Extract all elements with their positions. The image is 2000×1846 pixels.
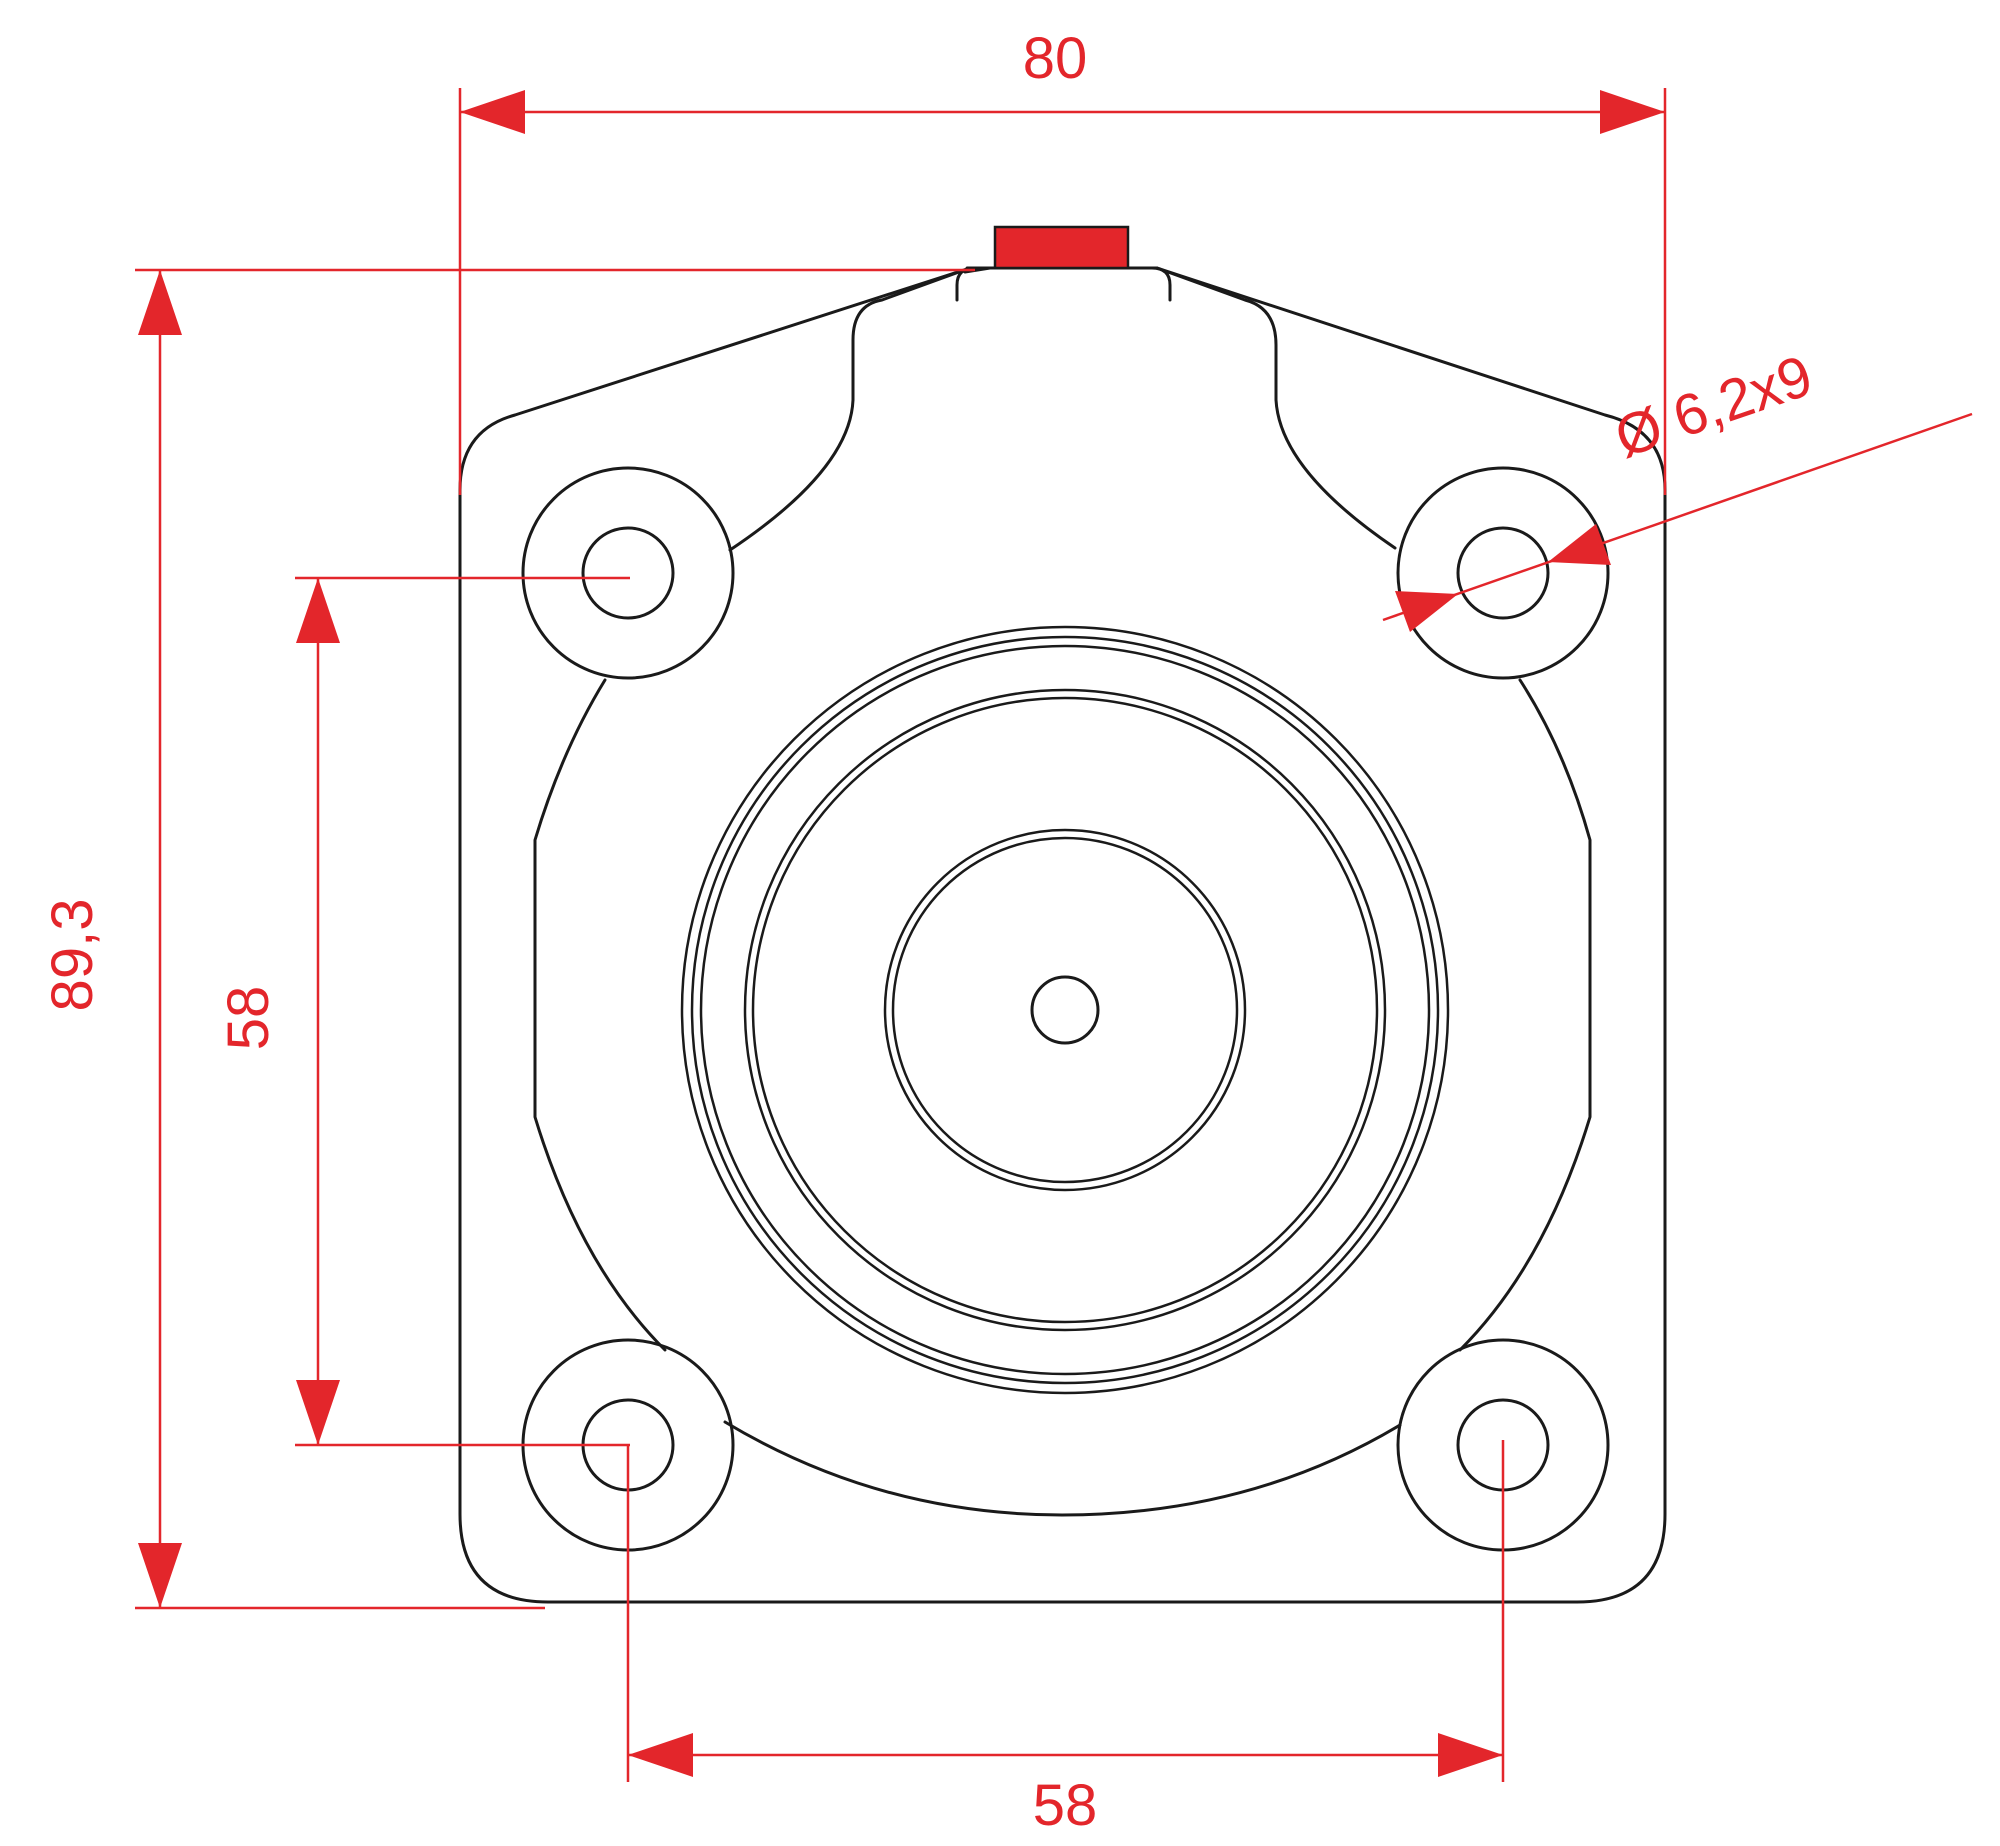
dimension-height-label: 89,3 [40, 899, 105, 1012]
boss-top-left [521, 466, 735, 680]
dimension-bolt-vertical-label: 58 [216, 986, 281, 1051]
boss-top-right [1396, 466, 1610, 680]
dimension-bolt-hole-label: Ø 6,2x9 [1607, 343, 1820, 471]
mid-ring-1 [743, 688, 1387, 1332]
body-boundary [533, 678, 1592, 1517]
inner-ring-2 [891, 836, 1239, 1184]
dimension-bolt-horizontal: 58 [626, 1440, 1505, 1838]
mounting-holes [521, 466, 1610, 1552]
pilot-inner-edge [955, 266, 1172, 302]
dimension-width-label: 80 [1023, 26, 1088, 91]
outer-ring-3 [699, 644, 1431, 1376]
outer-ring-1 [680, 625, 1450, 1395]
center-bore [680, 625, 1450, 1395]
outer-ring-2 [690, 635, 1440, 1385]
dimension-width: 80 [458, 26, 1667, 495]
dimension-bolt-hole: Ø 6,2x9 [1382, 343, 1973, 632]
hole-top-left [581, 526, 675, 620]
mid-ring-2 [751, 696, 1379, 1324]
shaft-center [1030, 975, 1100, 1045]
dimension-bolt-horizontal-label: 58 [1033, 1773, 1098, 1838]
dimension-height: 89,3 [40, 268, 975, 1610]
hole-top-right [1456, 526, 1550, 620]
pilot-boss [728, 266, 1397, 552]
dimension-bolt-vertical: 58 [216, 576, 630, 1447]
drive-key [993, 225, 1130, 270]
inner-ring-1 [883, 828, 1247, 1192]
